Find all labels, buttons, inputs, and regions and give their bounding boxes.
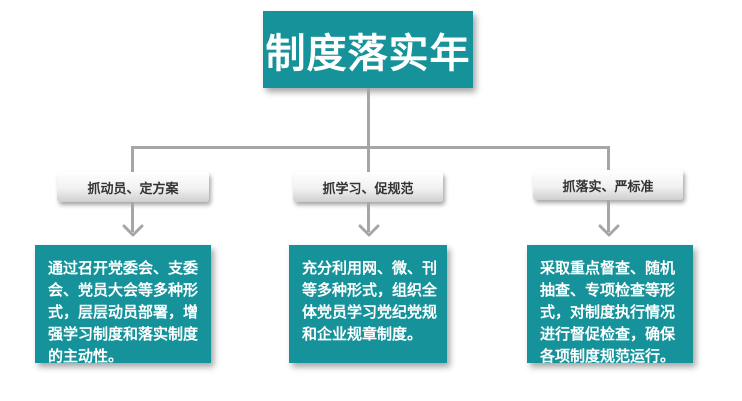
branch-content-1: 通过召开党委会、支委会、党员大会等多种形式，层层动员部署，增强学习制度和落实制度… (35, 245, 211, 365)
branch-label-1-text: 抓动员、定方案 (87, 181, 179, 197)
connector-vertical-main (367, 88, 370, 148)
branch-content-2: 充分利用网、微、刊等多种形式，组织全体党员学习党纪党规和企业规章制度。 (289, 245, 447, 363)
branch-label-3-text: 抓落实、严标准 (562, 179, 654, 195)
arrow-right-head-icon (598, 224, 620, 237)
branch-label-2: 抓学习、促规范 (293, 172, 443, 202)
connector-horizontal (131, 146, 610, 149)
branch-content-1-text: 通过召开党委会、支委会、党员大会等多种形式，层层动员部署，增强学习制度和落实制度… (48, 259, 199, 365)
arrow-left-shaft (131, 202, 134, 232)
arrow-left-head-icon (122, 224, 144, 237)
arrow-center-head-icon (358, 224, 380, 237)
branch-content-3: 采取重点督查、随机抽查、专项检查等形式，对制度执行情况进行督促检查，确保各项制度… (527, 245, 693, 365)
connector-left-down (131, 146, 134, 174)
arrow-center-shaft (367, 202, 370, 232)
branch-label-1: 抓动员、定方案 (57, 172, 209, 202)
arrow-right-shaft (607, 200, 610, 232)
title-text: 制度落实年 (265, 30, 471, 77)
connector-center-down (367, 146, 370, 174)
title-box: 制度落实年 (263, 11, 473, 88)
branch-content-2-text: 充分利用网、微、刊等多种形式，组织全体党员学习党纪党规和企业规章制度。 (302, 259, 438, 343)
connector-right-down (607, 146, 610, 172)
branch-content-3-text: 采取重点督查、随机抽查、专项检查等形式，对制度执行情况进行督促检查，确保各项制度… (540, 259, 676, 365)
branch-label-2-text: 抓学习、促规范 (322, 181, 414, 197)
branch-label-3: 抓落实、严标准 (533, 170, 683, 200)
